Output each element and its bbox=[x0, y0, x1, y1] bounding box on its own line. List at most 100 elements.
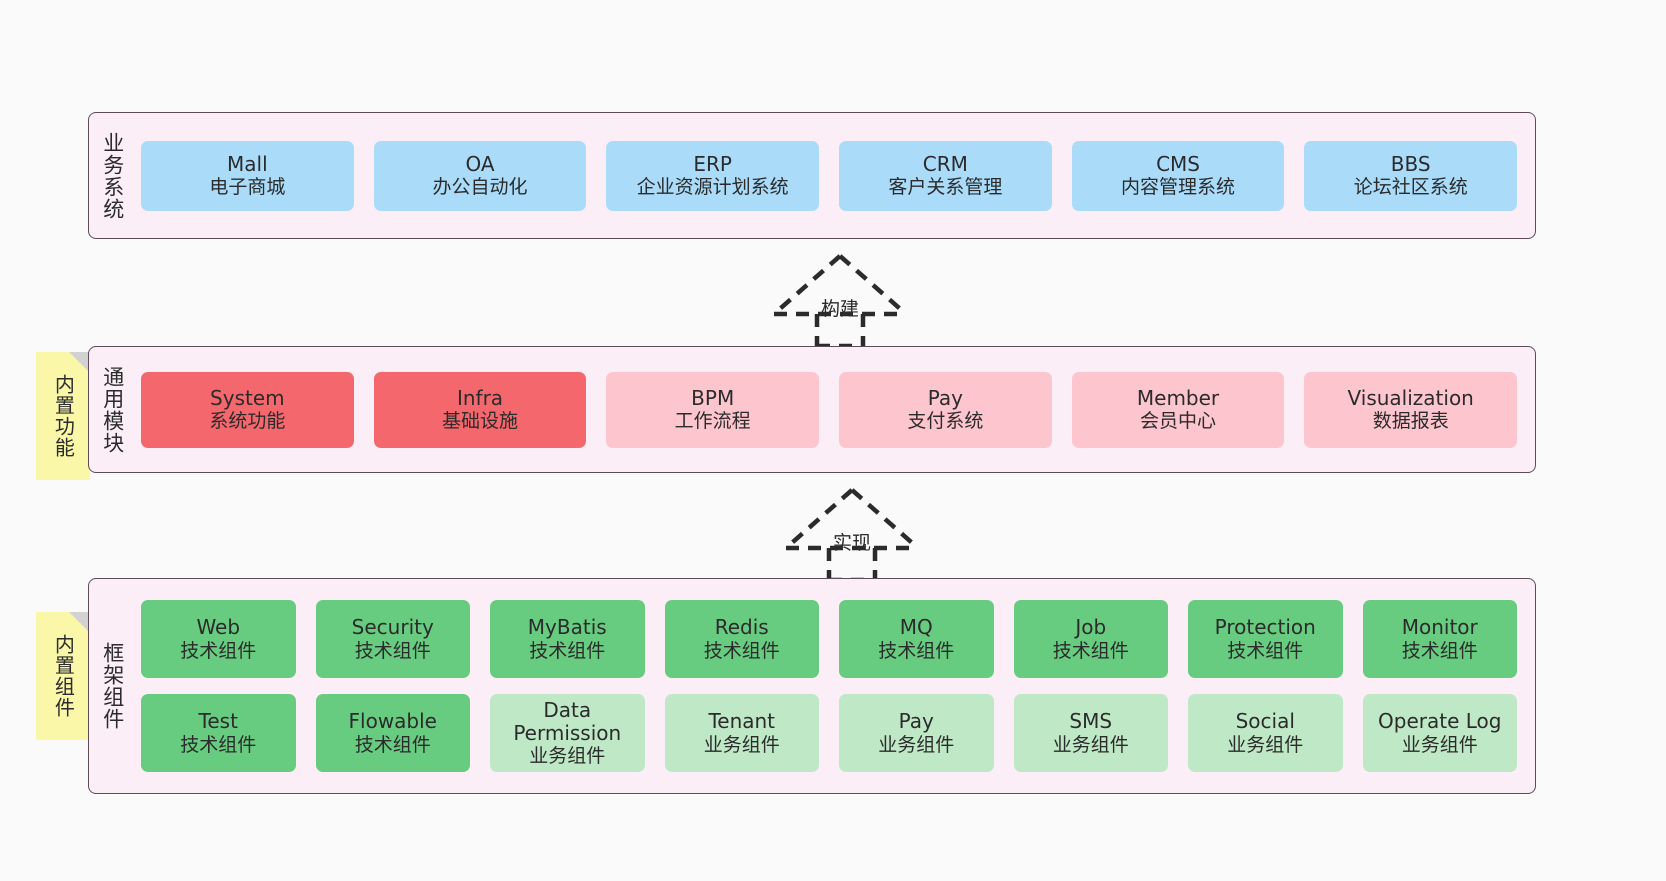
note-builtin-functions: 内置功能 bbox=[36, 352, 90, 480]
card-title: Member bbox=[1136, 385, 1220, 410]
note-label: 内置功能 bbox=[51, 374, 76, 458]
layer-common-modules: 通用模块 System 系统功能 Infra 基础设施 BPM 工作流程 Pay… bbox=[88, 346, 1536, 473]
card-title: System bbox=[210, 385, 285, 410]
card-subtitle: 业务组件 bbox=[1052, 733, 1129, 756]
card-subtitle: 支付系统 bbox=[907, 410, 984, 433]
card-title: Operate Log bbox=[1378, 709, 1502, 734]
card-mall[interactable]: Mall 电子商城 bbox=[141, 140, 354, 211]
card-monitor[interactable]: Monitor 技术组件 bbox=[1362, 600, 1517, 678]
connector-realize: 实现 bbox=[772, 486, 932, 583]
card-erp[interactable]: ERP 企业资源计划系统 bbox=[606, 140, 820, 211]
card-mq[interactable]: MQ 技术组件 bbox=[839, 600, 994, 678]
card-subtitle: 技术组件 bbox=[1401, 639, 1478, 662]
card-flowable[interactable]: Flowable 技术组件 bbox=[315, 694, 470, 772]
card-oa[interactable]: OA 办公自动化 bbox=[373, 140, 587, 211]
card-pay-component[interactable]: Pay 业务组件 bbox=[839, 694, 994, 772]
card-row: Mall 电子商城 OA 办公自动化 ERP 企业资源计划系统 CRM 客户关系… bbox=[141, 140, 1518, 211]
card-subtitle: 数据报表 bbox=[1372, 410, 1449, 433]
card-title: Visualization bbox=[1347, 385, 1474, 410]
card-row: Test 技术组件 Flowable 技术组件 Data Permission … bbox=[141, 694, 1517, 772]
card-subtitle: 论坛社区系统 bbox=[1353, 176, 1468, 199]
card-title: SMS bbox=[1069, 709, 1113, 734]
card-title: CMS bbox=[1156, 151, 1200, 176]
card-title: Tenant bbox=[708, 709, 776, 734]
card-member[interactable]: Member 会员中心 bbox=[1071, 371, 1285, 448]
card-title: Social bbox=[1235, 709, 1295, 734]
layer-framework-components: 框架组件 Web 技术组件 Security 技术组件 MyBatis 技术组件… bbox=[88, 578, 1536, 794]
card-subtitle: 电子商城 bbox=[209, 176, 286, 199]
card-title: OA bbox=[465, 151, 495, 176]
card-social[interactable]: Social 业务组件 bbox=[1188, 694, 1343, 772]
layer-business-systems: 业务系统 Mall 电子商城 OA 办公自动化 ERP 企业资源计划系统 CRM… bbox=[88, 112, 1536, 239]
card-system[interactable]: System 系统功能 bbox=[141, 371, 354, 448]
card-title: Data Permission bbox=[513, 697, 622, 745]
layer-body-common-modules: System 系统功能 Infra 基础设施 BPM 工作流程 Pay 支付系统… bbox=[135, 347, 1535, 472]
card-crm[interactable]: CRM 客户关系管理 bbox=[839, 140, 1052, 211]
card-title: Monitor bbox=[1401, 615, 1478, 640]
card-sms[interactable]: SMS 业务组件 bbox=[1013, 694, 1168, 772]
card-subtitle: 技术组件 bbox=[878, 639, 955, 662]
card-title: ERP bbox=[693, 151, 732, 176]
card-subtitle: 办公自动化 bbox=[432, 176, 528, 199]
card-test[interactable]: Test 技术组件 bbox=[141, 694, 296, 772]
card-title: Test bbox=[198, 709, 238, 734]
card-operate-log[interactable]: Operate Log 业务组件 bbox=[1362, 694, 1517, 772]
card-redis[interactable]: Redis 技术组件 bbox=[664, 600, 819, 678]
card-mybatis[interactable]: MyBatis 技术组件 bbox=[490, 600, 645, 678]
card-subtitle: 业务组件 bbox=[1401, 733, 1478, 756]
layer-title-common-modules: 通用模块 bbox=[100, 365, 125, 454]
card-subtitle: 基础设施 bbox=[442, 410, 519, 433]
card-subtitle: 业务组件 bbox=[878, 733, 955, 756]
card-subtitle: 技术组件 bbox=[180, 639, 257, 662]
card-title: Web bbox=[196, 615, 241, 640]
dashed-arrow-up-icon bbox=[784, 488, 920, 583]
card-bpm[interactable]: BPM 工作流程 bbox=[606, 371, 820, 448]
card-subtitle: 客户关系管理 bbox=[888, 176, 1003, 199]
card-title: Security bbox=[351, 615, 434, 640]
card-title: CRM bbox=[922, 151, 968, 176]
connector-build: 构建 bbox=[760, 252, 920, 349]
card-row: Web 技术组件 Security 技术组件 MyBatis 技术组件 Redi… bbox=[141, 600, 1517, 678]
card-title: BBS bbox=[1390, 151, 1431, 176]
card-title: Flowable bbox=[348, 709, 437, 734]
layer-body-business-systems: Mall 电子商城 OA 办公自动化 ERP 企业资源计划系统 CRM 客户关系… bbox=[135, 113, 1535, 238]
layer-title-framework-components: 框架组件 bbox=[100, 642, 125, 730]
card-tenant[interactable]: Tenant 业务组件 bbox=[664, 694, 819, 772]
card-row: System 系统功能 Infra 基础设施 BPM 工作流程 Pay 支付系统… bbox=[141, 371, 1518, 448]
card-visualization[interactable]: Visualization 数据报表 bbox=[1304, 371, 1518, 448]
card-subtitle: 技术组件 bbox=[703, 639, 780, 662]
dashed-arrow-up-icon bbox=[772, 254, 908, 349]
card-title: MQ bbox=[899, 615, 933, 640]
card-title: Protection bbox=[1214, 615, 1316, 640]
card-subtitle: 会员中心 bbox=[1140, 410, 1217, 433]
card-job[interactable]: Job 技术组件 bbox=[1013, 600, 1168, 678]
card-title: Pay bbox=[898, 709, 934, 734]
card-bbs[interactable]: BBS 论坛社区系统 bbox=[1304, 140, 1518, 211]
card-title: Job bbox=[1075, 615, 1107, 640]
card-subtitle: 业务组件 bbox=[1227, 733, 1304, 756]
card-subtitle: 内容管理系统 bbox=[1121, 176, 1236, 199]
card-cms[interactable]: CMS 内容管理系统 bbox=[1071, 140, 1285, 211]
card-subtitle: 工作流程 bbox=[674, 410, 751, 433]
card-subtitle: 系统功能 bbox=[209, 410, 286, 433]
layer-body-framework-components: Web 技术组件 Security 技术组件 MyBatis 技术组件 Redi… bbox=[135, 579, 1535, 793]
card-pay[interactable]: Pay 支付系统 bbox=[839, 371, 1052, 448]
card-title: MyBatis bbox=[527, 615, 607, 640]
card-subtitle: 业务组件 bbox=[703, 733, 780, 756]
card-protection[interactable]: Protection 技术组件 bbox=[1188, 600, 1343, 678]
card-web[interactable]: Web 技术组件 bbox=[141, 600, 296, 678]
card-title: Infra bbox=[456, 385, 504, 410]
card-subtitle: 技术组件 bbox=[354, 733, 431, 756]
card-subtitle: 技术组件 bbox=[180, 733, 257, 756]
note-label: 内置组件 bbox=[51, 634, 76, 718]
card-security[interactable]: Security 技术组件 bbox=[315, 600, 470, 678]
card-title: Redis bbox=[714, 615, 769, 640]
card-title: Pay bbox=[927, 385, 963, 410]
note-builtin-components: 内置组件 bbox=[36, 612, 90, 740]
card-data-permission[interactable]: Data Permission 业务组件 bbox=[490, 694, 645, 772]
card-subtitle: 技术组件 bbox=[529, 639, 606, 662]
card-subtitle: 技术组件 bbox=[1052, 639, 1129, 662]
card-subtitle: 技术组件 bbox=[354, 639, 431, 662]
card-infra[interactable]: Infra 基础设施 bbox=[373, 371, 587, 448]
